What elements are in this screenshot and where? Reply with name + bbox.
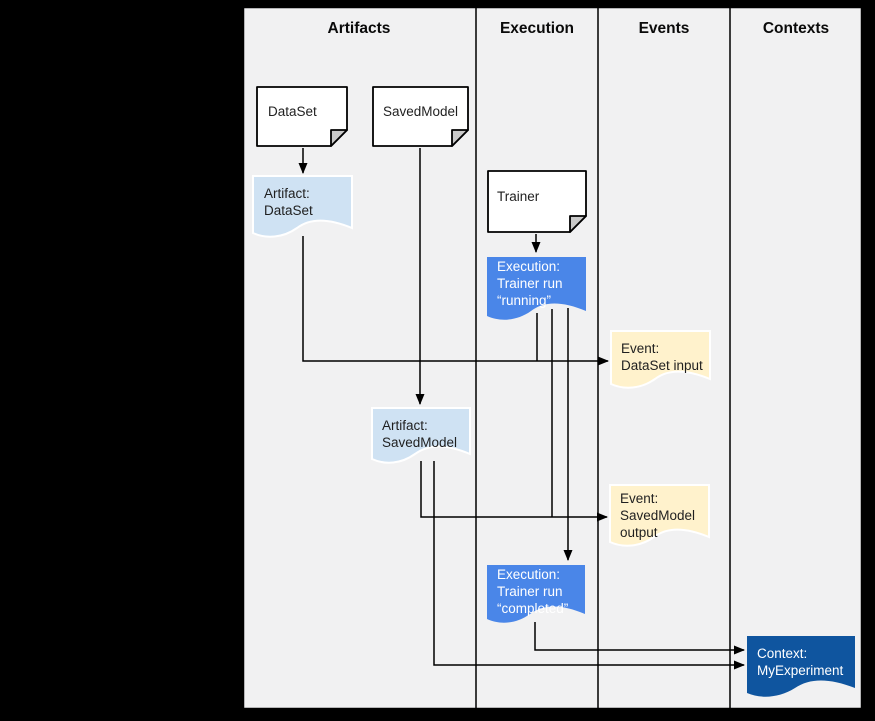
node-artifact-savedmodel: Artifact: SavedModel <box>371 407 471 464</box>
node-label-line1: Artifact: <box>382 418 428 433</box>
column-header-events: Events <box>639 20 690 37</box>
node-dataset-document: DataSet <box>256 86 348 147</box>
node-label-line2: Trainer run <box>497 584 563 599</box>
node-label: DataSet <box>268 104 317 119</box>
node-label-line2: DataSet input <box>621 358 703 373</box>
node-label-line3: output <box>620 525 658 540</box>
node-label-line1: Context: <box>757 646 807 661</box>
node-label-line3: “running” <box>497 293 551 308</box>
node-event-savedmodel-output: Event: SavedModel output <box>609 484 710 547</box>
node-label-line2: DataSet <box>264 203 313 218</box>
edge-artifact-dataset-to-event-input <box>302 236 609 366</box>
node-label-line1: Event: <box>621 341 659 356</box>
edge-artifact-savedmodel-to-context <box>433 461 745 670</box>
node-label-line1: Execution: <box>497 259 560 274</box>
event-shape <box>609 484 710 547</box>
node-artifact-dataset: Artifact: DataSet <box>252 175 353 238</box>
artifact-shape <box>252 175 353 238</box>
edge-artifact-savedmodel-to-event-output <box>420 461 608 522</box>
folded-corner-icon <box>330 129 348 147</box>
column-header-artifacts: Artifacts <box>328 20 391 37</box>
artifact-shape <box>371 407 471 464</box>
execution-shape <box>487 565 585 623</box>
event-shape <box>610 330 711 389</box>
node-label-line3: “completed” <box>497 601 568 616</box>
node-label-line1: Artifact: <box>264 186 310 201</box>
node-savedmodel-document: SavedModel <box>372 86 469 147</box>
column-header-contexts: Contexts <box>763 20 829 37</box>
node-label-line2: MyExperiment <box>757 663 844 678</box>
node-label-line2: SavedModel <box>620 508 695 523</box>
execution-shape <box>487 257 586 320</box>
node-context-myexperiment: Context: MyExperiment <box>747 636 855 697</box>
column-header-execution: Execution <box>500 20 574 37</box>
node-label-line1: Event: <box>620 491 658 506</box>
node-event-dataset-input: Event: DataSet input <box>610 330 711 389</box>
node-trainer-document: Trainer <box>487 170 587 233</box>
node-label-line2: Trainer run <box>497 276 563 291</box>
node-execution-completed: Execution: Trainer run “completed” <box>487 565 585 623</box>
folded-corner-icon <box>569 215 587 233</box>
folded-corner-icon <box>451 129 469 147</box>
context-shape <box>747 636 855 697</box>
node-label: SavedModel <box>383 104 458 119</box>
node-label-line1: Execution: <box>497 567 560 582</box>
node-execution-running: Execution: Trainer run “running” <box>487 257 586 320</box>
edge-execution-completed-to-context <box>534 622 745 655</box>
node-label-line2: SavedModel <box>382 435 457 450</box>
node-label: Trainer <box>497 189 540 204</box>
